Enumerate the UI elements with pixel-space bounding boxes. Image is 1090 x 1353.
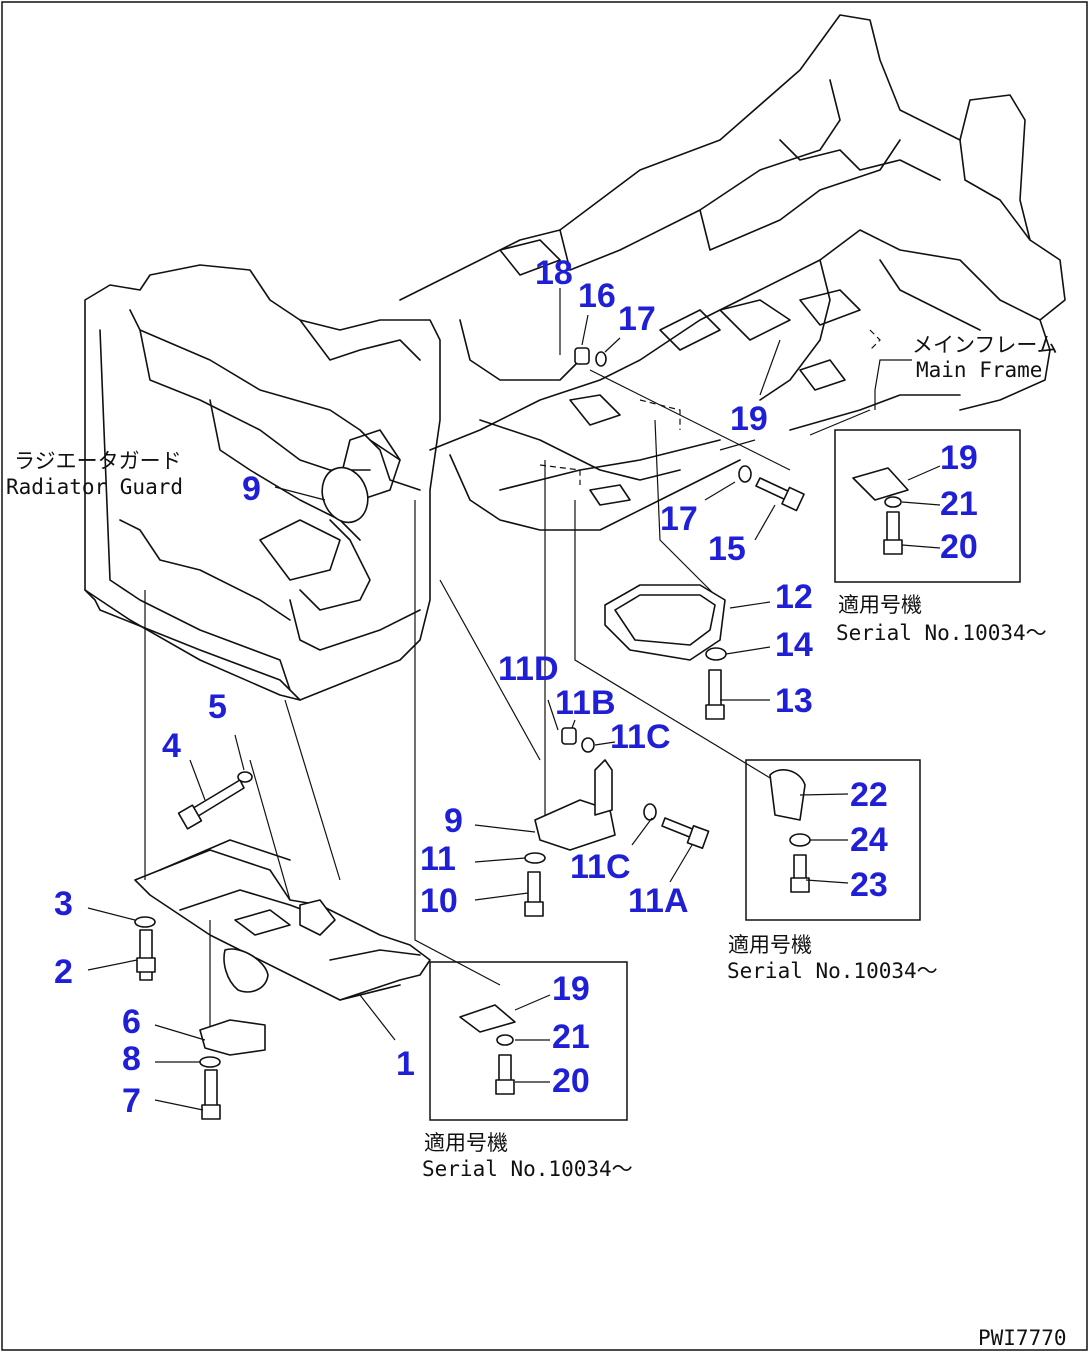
callout-10: 10	[420, 882, 458, 920]
bolt-13	[705, 669, 725, 720]
nut-16	[574, 347, 590, 365]
washer-17b	[738, 465, 752, 483]
serial-note-en: Serial No.10034～	[727, 959, 938, 983]
callout-9: 9	[444, 802, 463, 840]
washer-11	[524, 852, 546, 864]
callout-12: 12	[775, 578, 813, 616]
serial-note-en: Serial No.10034～	[422, 1157, 633, 1181]
callout-22: 22	[850, 776, 888, 814]
callout-24: 24	[850, 821, 888, 859]
serial-note-jp: 適用号機	[728, 933, 812, 957]
callout-11C: 11C	[610, 718, 671, 756]
callout-labels: 18 16 17 19 9 17 15 12 14 13 11D 11B 11C…	[54, 254, 978, 1120]
inset-box-3	[429, 961, 628, 1121]
main-frame-drawing	[399, 14, 1066, 531]
bolt-7	[201, 1069, 221, 1120]
serial-note-jp: 適用号機	[838, 593, 922, 617]
callout-19: 19	[730, 400, 768, 438]
washer-11C-lower	[643, 803, 657, 821]
callout-6: 6	[122, 1003, 141, 1041]
main-frame-label-en: Main Frame	[916, 358, 1042, 382]
callout-leaders	[87, 288, 871, 1111]
callout-3: 3	[54, 885, 73, 923]
radiator-guard-drawing	[84, 264, 441, 701]
washer-8	[199, 1056, 221, 1068]
callout-21: 21	[552, 1018, 590, 1056]
callout-19: 19	[552, 970, 590, 1008]
annotations: メインフレーム Main Frame ラジエータガード Radiator Gua…	[6, 333, 1067, 1350]
bracket-12	[604, 584, 726, 661]
bolt-15	[755, 477, 805, 512]
leader-lines	[144, 329, 881, 1030]
callout-17: 17	[660, 500, 698, 538]
callout-2: 2	[54, 953, 73, 991]
callout-21: 21	[940, 485, 978, 523]
callout-14: 14	[775, 626, 813, 664]
callout-20: 20	[940, 528, 978, 566]
callout-11: 11	[420, 840, 456, 878]
callout-11A: 11A	[628, 882, 689, 920]
serial-note-en: Serial No.10034～	[836, 621, 1047, 645]
washer-11C-upper	[581, 737, 595, 753]
callout-17: 17	[618, 300, 656, 338]
drawing-number: PWI7770	[978, 1326, 1067, 1350]
inset-box-1	[834, 429, 1021, 583]
washer-5	[237, 771, 253, 783]
callout-1: 1	[396, 1045, 415, 1083]
bolt-11A	[661, 817, 710, 849]
callout-4: 4	[162, 727, 181, 765]
callout-23: 23	[850, 866, 888, 904]
bolt-2	[136, 929, 156, 981]
callout-11C: 11C	[570, 848, 631, 886]
bolt-4	[177, 779, 245, 830]
callout-9: 9	[242, 470, 261, 508]
main-frame-label-jp: メインフレーム	[912, 333, 1058, 357]
nut-11B	[561, 727, 577, 745]
washer-3	[134, 916, 156, 928]
bolt-10	[524, 871, 544, 917]
callout-8: 8	[122, 1040, 141, 1078]
callout-20: 20	[552, 1062, 590, 1100]
callout-11D: 11D	[498, 650, 559, 688]
callout-7: 7	[122, 1082, 141, 1120]
skid-plate-drawing	[134, 839, 431, 1001]
serial-note-jp: 適用号機	[424, 1131, 508, 1155]
callout-13: 13	[775, 682, 813, 720]
callout-19: 19	[940, 439, 978, 477]
plate-6	[199, 1019, 266, 1056]
bracket-9-right	[534, 759, 616, 851]
radiator-guard-label-en: Radiator Guard	[6, 475, 183, 499]
washer-14	[705, 647, 727, 661]
inset-box-2	[745, 759, 921, 921]
callout-11B: 11B	[555, 684, 616, 722]
callout-16: 16	[578, 277, 616, 315]
callout-18: 18	[535, 254, 573, 292]
callout-5: 5	[208, 688, 227, 726]
callout-15: 15	[708, 530, 746, 568]
radiator-guard-label-jp: ラジエータガード	[14, 449, 182, 473]
washer-17a	[595, 351, 607, 367]
